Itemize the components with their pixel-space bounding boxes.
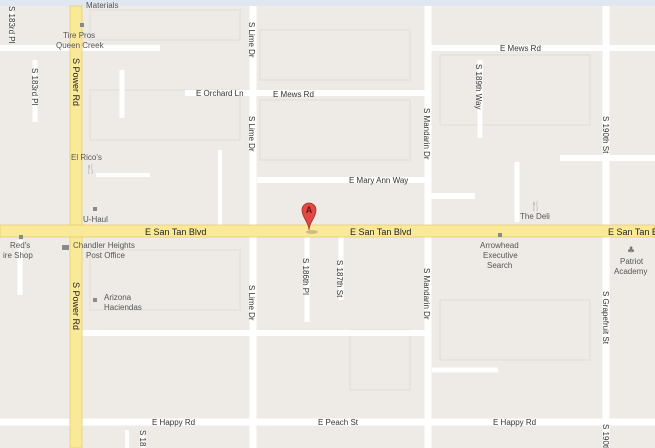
poi-reds-line2: ire Shop	[3, 251, 33, 260]
poi-materials: Materials	[86, 1, 118, 10]
poi-arizona-line1: Arizona	[104, 293, 132, 302]
restaurant-icon[interactable]: 🍴	[530, 200, 541, 212]
shop-icon[interactable]	[93, 298, 97, 302]
label-san-tan-1: E San Tan Blvd	[145, 227, 206, 237]
label-lime-dr-2: S Lime Dr	[247, 116, 256, 152]
label-grapefruit: S Grapefruit St	[601, 291, 610, 345]
poi-reds-line1: Red's	[10, 241, 30, 250]
poi-arrowhead-line3: Search	[487, 261, 512, 270]
school-icon[interactable]: ♣	[627, 246, 635, 256]
poi-the-deli: The Deli	[520, 212, 550, 221]
label-189th-way: S 189th Way	[474, 64, 483, 110]
label-san-tan-3: E San Tan Blvd	[608, 227, 655, 237]
label-mandarin-2: S Mandarin Dr	[422, 268, 431, 320]
shop-icon[interactable]	[498, 233, 502, 237]
block-outlines	[89, 9, 591, 391]
label-power-rd-1: S Power Rd	[71, 58, 81, 106]
poi-arizona-line2: Haciendas	[104, 303, 142, 312]
mail-icon[interactable]	[62, 245, 69, 250]
poi-layer: Materials Tire Pros Queen Creek El Rico'…	[3, 1, 647, 312]
poi-patriot-line2: Academy	[614, 267, 647, 276]
label-mews-rd-2: E Mews Rd	[273, 90, 314, 99]
label-mews-rd-1: E Mews Rd	[500, 44, 541, 53]
poi-tire-pros-line2: Queen Creek	[56, 41, 105, 50]
location-marker[interactable]: A	[301, 202, 318, 234]
label-mary-ann-way: E Mary Ann Way	[349, 176, 408, 185]
poi-arrowhead-line1: Arrowhead	[480, 241, 519, 250]
label-s18-bottom: S 18	[138, 430, 147, 447]
label-190th-1: S 190th St	[601, 116, 610, 154]
poi-el-ricos: El Rico's	[71, 153, 102, 162]
poi-u-haul: U-Haul	[83, 215, 108, 224]
label-mandarin-1: S Mandarin Dr	[422, 108, 431, 160]
label-happy-rd-1: E Happy Rd	[152, 418, 195, 427]
label-187th-st: S 187th St	[335, 260, 344, 298]
poi-post-office-line1: Chandler Heights	[73, 241, 135, 250]
shop-icon[interactable]	[80, 23, 84, 27]
label-peach-st: E Peach St	[318, 418, 359, 427]
street-labels: E San Tan Blvd E San Tan Blvd E San Tan …	[7, 6, 655, 448]
poi-arrowhead-line2: Executive	[483, 251, 518, 260]
label-san-tan-2: E San Tan Blvd	[350, 227, 411, 237]
poi-tire-pros-line1: Tire Pros	[63, 31, 95, 40]
label-lime-dr-1: S Lime Dr	[247, 22, 256, 58]
label-lime-dr-3: S Lime Dr	[247, 285, 256, 321]
shop-icon[interactable]	[19, 235, 23, 239]
label-happy-rd-2: E Happy Rd	[493, 418, 536, 427]
label-orchard-ln: E Orchard Ln	[196, 89, 244, 98]
label-power-rd-2: S Power Rd	[71, 282, 81, 330]
marker-label: A	[306, 205, 313, 215]
label-183rd-pl-top: S 183rd Pl	[7, 6, 16, 44]
restaurant-icon[interactable]: 🍴	[85, 163, 96, 175]
label-186th-pl: S 186th Pl	[301, 258, 310, 295]
label-190th-2: S 190th St	[601, 424, 610, 448]
arterial-roads	[0, 5, 655, 448]
shop-icon[interactable]	[93, 207, 97, 211]
poi-post-office-line2: Post Office	[86, 251, 126, 260]
map-pin-icon	[301, 202, 317, 231]
poi-patriot-line1: Patriot	[620, 257, 644, 266]
label-183rd-pl: S 183rd Pl	[30, 68, 39, 106]
